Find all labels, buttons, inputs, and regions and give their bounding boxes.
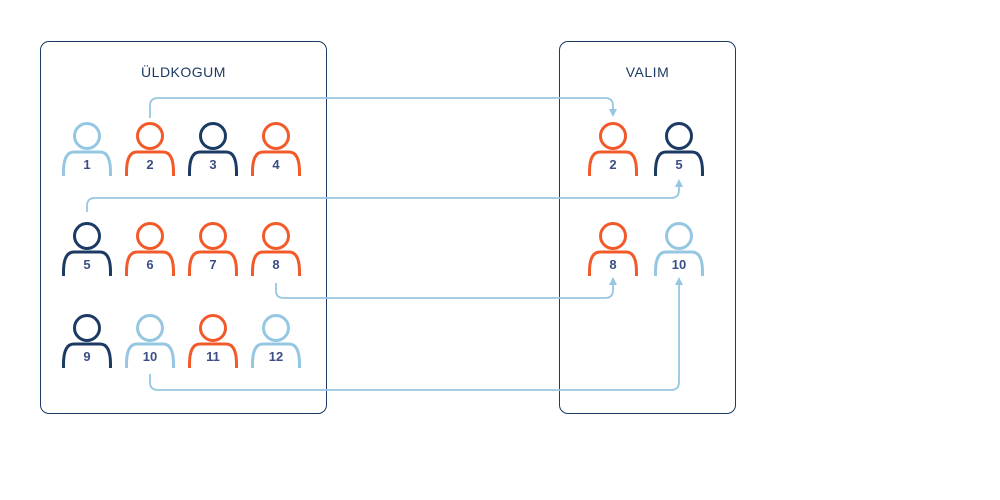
person-icon: [188, 122, 238, 176]
population-title: ÜLDKOGUM: [141, 64, 226, 80]
person-number: 2: [146, 157, 153, 172]
population-person-10: 10: [125, 314, 175, 368]
person-icon: [251, 222, 301, 276]
population-person-11: 11: [188, 314, 238, 368]
person-number: 11: [206, 349, 220, 364]
population-person-5: 5: [62, 222, 112, 276]
person-icon: [188, 314, 238, 368]
person-icon: [251, 122, 301, 176]
person-number: 12: [269, 349, 283, 364]
person-icon: [251, 314, 301, 368]
person-icon: [62, 122, 112, 176]
person-number: 8: [272, 257, 279, 272]
sample-title: VALIM: [625, 64, 670, 80]
population-person-2: 2: [125, 122, 175, 176]
population-person-4: 4: [251, 122, 301, 176]
person-number: 1: [83, 157, 90, 172]
population-person-9: 9: [62, 314, 112, 368]
arrow-10: [149, 277, 683, 391]
person-number: 6: [146, 257, 153, 272]
person-number: 10: [672, 257, 686, 272]
person-icon: [62, 222, 112, 276]
population-person-12: 12: [251, 314, 301, 368]
population-person-3: 3: [188, 122, 238, 176]
person-icon: [588, 122, 638, 176]
person-icon: [188, 222, 238, 276]
sample-person-2: 2: [588, 122, 638, 176]
person-number: 3: [209, 157, 216, 172]
person-icon: [125, 314, 175, 368]
population-person-7: 7: [188, 222, 238, 276]
sample-person-10: 10: [654, 222, 704, 276]
person-number: 4: [272, 157, 280, 172]
person-number: 5: [83, 257, 90, 272]
person-icon: [125, 122, 175, 176]
population-person-6: 6: [125, 222, 175, 276]
person-number: 10: [143, 349, 157, 364]
person-number: 7: [209, 257, 216, 272]
sample-person-5: 5: [654, 122, 704, 176]
person-icon: [654, 122, 704, 176]
person-number: 5: [675, 157, 682, 172]
person-number: 9: [83, 349, 90, 364]
person-icon: [588, 222, 638, 276]
arrow-5: [86, 179, 683, 212]
sample-person-8: 8: [588, 222, 638, 276]
person-icon: [62, 314, 112, 368]
population-person-1: 1: [62, 122, 112, 176]
person-icon: [125, 222, 175, 276]
population-person-8: 8: [251, 222, 301, 276]
arrow-2: [149, 97, 617, 118]
person-icon: [654, 222, 704, 276]
sample-box: VALIM: [559, 41, 736, 414]
person-number: 8: [609, 257, 616, 272]
arrow-8: [275, 277, 617, 299]
person-number: 2: [609, 157, 616, 172]
